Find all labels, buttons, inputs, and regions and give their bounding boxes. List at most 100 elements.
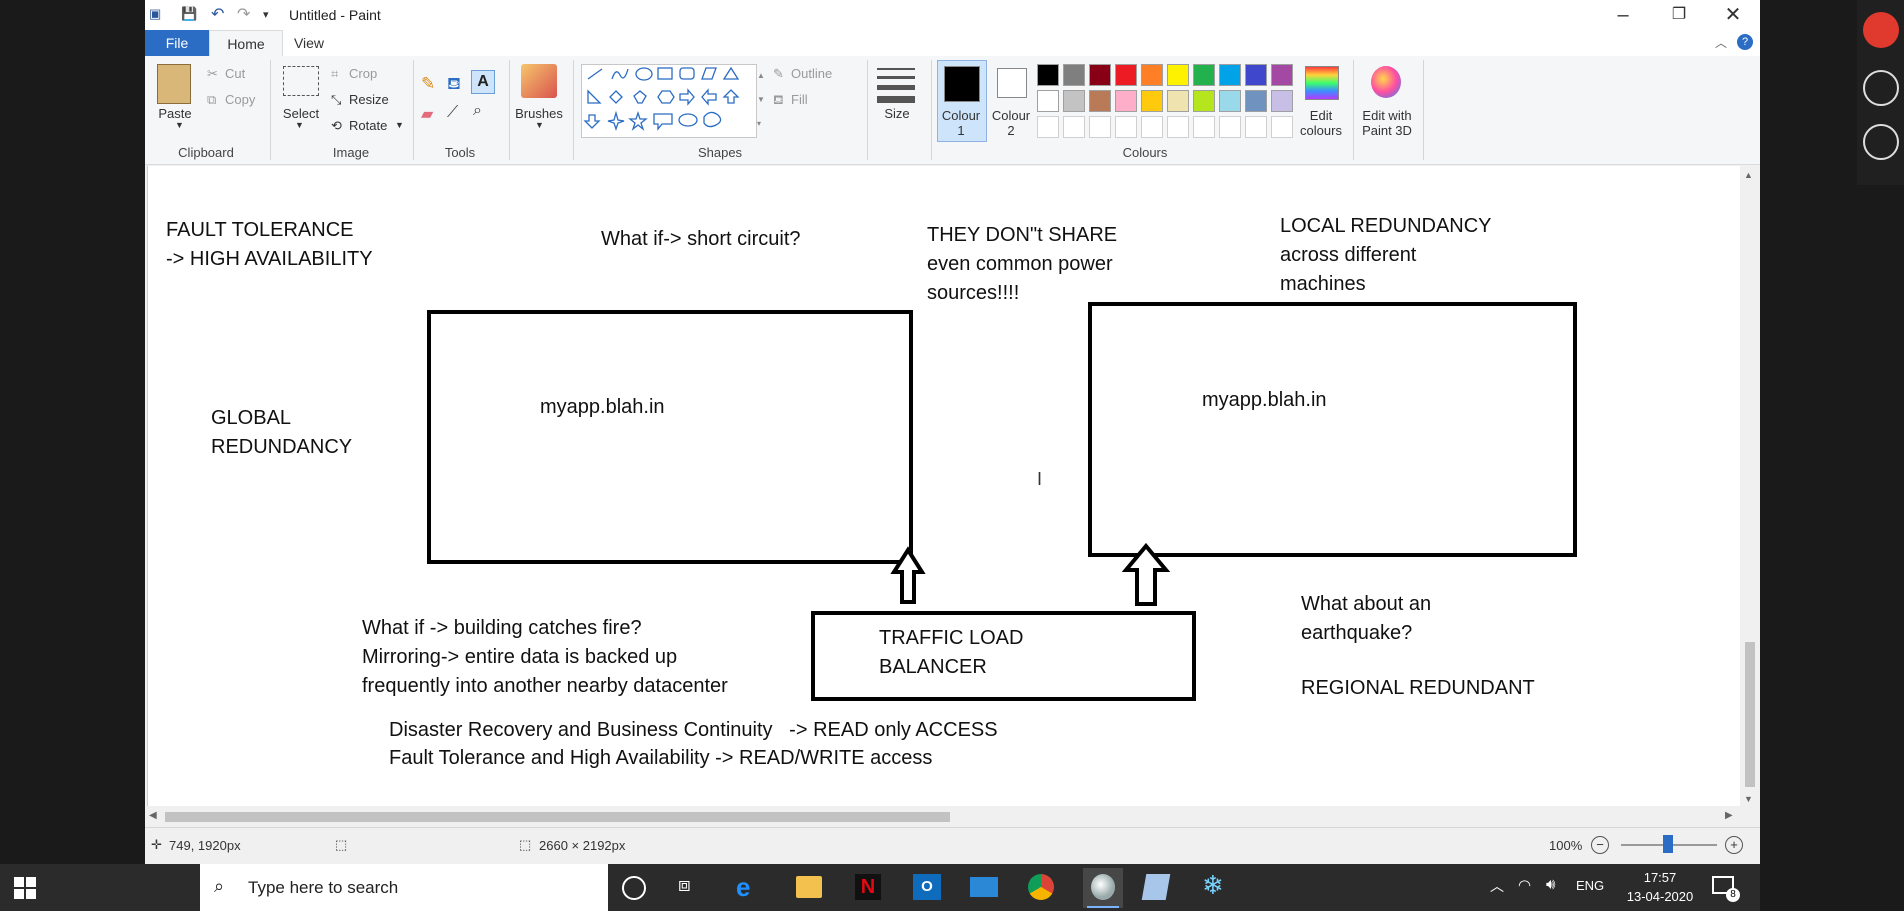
colour-swatch[interactable]	[1089, 64, 1111, 86]
task-view-icon[interactable]: ⧈	[678, 874, 691, 896]
text-tool-icon[interactable]: A	[471, 70, 495, 94]
custom-colour-slot[interactable]	[1271, 116, 1293, 138]
shapes-scroll-icon[interactable]: ▲▼▾	[757, 71, 765, 128]
cortana-icon[interactable]	[622, 876, 646, 900]
search-placeholder[interactable]: Type here to search	[248, 878, 399, 897]
horizontal-scrollbar[interactable]: ◀ ▶	[145, 807, 1740, 827]
colour-swatch[interactable]	[1037, 90, 1059, 112]
fill-bucket-icon[interactable]: ⛾	[447, 74, 461, 93]
colour2-label[interactable]: Colour 2	[991, 108, 1031, 138]
window-icon[interactable]	[1863, 70, 1899, 106]
rotate-dropdown-icon[interactable]: ▼	[395, 120, 404, 130]
outline-button[interactable]: Outline	[791, 66, 833, 81]
maximize-icon[interactable]: ❐	[1671, 6, 1687, 23]
colour-swatch[interactable]	[1141, 90, 1163, 112]
show-hidden-icons[interactable]: ︿	[1490, 878, 1504, 894]
brushes-button[interactable]: Brushes	[515, 106, 563, 121]
colour-swatch[interactable]	[1115, 64, 1137, 86]
eraser-icon[interactable]: ▰	[421, 106, 434, 123]
mute-mic-icon[interactable]	[1863, 12, 1899, 48]
tab-file[interactable]: File	[145, 30, 209, 56]
colour-swatch[interactable]	[1271, 90, 1293, 112]
clock-date[interactable]: 13-04-2020	[1626, 889, 1694, 904]
zoom-out-icon[interactable]: −	[1591, 836, 1609, 854]
close-icon[interactable]: ✕	[1724, 4, 1742, 26]
edit-colours-icon[interactable]	[1305, 66, 1339, 100]
file-explorer-icon[interactable]	[796, 876, 822, 898]
language-indicator[interactable]: ENG	[1576, 878, 1605, 893]
notifications-icon[interactable]	[1712, 876, 1734, 894]
cut-button[interactable]: Cut	[225, 66, 246, 81]
colour-swatch[interactable]	[1167, 90, 1189, 112]
custom-colour-slot[interactable]	[1063, 116, 1085, 138]
colour-swatch[interactable]	[1245, 64, 1267, 86]
fill-button[interactable]: Fill	[791, 92, 808, 107]
custom-colour-slot[interactable]	[1115, 116, 1137, 138]
custom-colour-slot[interactable]	[1037, 116, 1059, 138]
paste-button[interactable]: Paste	[158, 106, 192, 121]
shapes-gallery[interactable]	[581, 64, 757, 138]
help-icon[interactable]: ?	[1737, 34, 1753, 50]
tab-home[interactable]: Home	[209, 30, 283, 57]
minimize-icon[interactable]: –	[1617, 4, 1629, 26]
copy-button[interactable]: Copy	[225, 92, 256, 107]
custom-colour-slot[interactable]	[1089, 116, 1111, 138]
redo-icon[interactable]: ↷	[237, 6, 251, 23]
colour-swatch[interactable]	[1245, 90, 1267, 112]
scroll-up-icon[interactable]: ▲	[1744, 170, 1753, 180]
brushes-icon[interactable]	[521, 64, 557, 98]
horizontal-scroll-thumb[interactable]	[165, 812, 950, 822]
edit-colours-button[interactable]: Edit colours	[1300, 108, 1342, 138]
tab-view[interactable]: View	[293, 35, 325, 51]
magnifier-icon[interactable]: ⌕	[473, 102, 482, 119]
colour-swatch[interactable]	[1089, 90, 1111, 112]
colour-swatch[interactable]	[1115, 90, 1137, 112]
scroll-left-icon[interactable]: ◀	[149, 810, 157, 821]
paint3d-button[interactable]: Edit with Paint 3D	[1362, 108, 1412, 138]
custom-colour-slot[interactable]	[1245, 116, 1267, 138]
colour-swatch[interactable]	[1193, 90, 1215, 112]
colour-swatch[interactable]	[1141, 64, 1163, 86]
size-button[interactable]: Size	[884, 106, 910, 121]
colour-swatch[interactable]	[1219, 90, 1241, 112]
chrome-icon[interactable]	[1028, 874, 1054, 900]
outlook-icon[interactable]: O	[913, 874, 941, 900]
pencil-icon[interactable]: ✎	[421, 74, 436, 93]
zoom-in-icon[interactable]: +	[1725, 836, 1743, 854]
colour2-swatch[interactable]	[997, 68, 1027, 98]
crop-button[interactable]: Crop	[349, 66, 378, 81]
taskbar-search-box[interactable]: ⌕ Type here to search	[200, 864, 608, 911]
windows-start-icon[interactable]	[14, 877, 36, 899]
vertical-scroll-thumb[interactable]	[1745, 642, 1755, 787]
select-icon[interactable]	[283, 66, 319, 96]
network-icon[interactable]: ◠	[1518, 877, 1532, 894]
mail-icon[interactable]	[970, 877, 998, 897]
colour-swatch[interactable]	[1063, 90, 1085, 112]
rotate-button[interactable]: Rotate	[349, 118, 388, 133]
netflix-icon[interactable]: N	[855, 874, 881, 900]
brushes-dropdown-icon[interactable]: ▼	[535, 120, 544, 130]
scroll-right-icon[interactable]: ▶	[1725, 810, 1733, 821]
edge-icon[interactable]: e	[736, 872, 751, 902]
paint3d-icon[interactable]	[1371, 66, 1401, 98]
zoom-slider-thumb[interactable]	[1663, 835, 1673, 853]
snowflake-app-icon[interactable]: ❄	[1202, 870, 1224, 900]
custom-colour-slot[interactable]	[1193, 116, 1215, 138]
clock-time[interactable]: 17:57	[1643, 870, 1677, 885]
custom-colour-slot[interactable]	[1167, 116, 1189, 138]
select-dropdown-icon[interactable]: ▼	[295, 120, 304, 130]
volume-icon[interactable]: 🔊︎	[1546, 876, 1556, 893]
color-picker-icon[interactable]: ⟋	[447, 104, 459, 121]
customize-qa-icon[interactable]: ▾	[263, 9, 269, 21]
drawing-canvas[interactable]: FAULT TOLERANCE -> HIGH AVAILABILITY Wha…	[147, 166, 1741, 806]
colour-swatch[interactable]	[1037, 64, 1059, 86]
paste-dropdown-icon[interactable]: ▼	[175, 120, 184, 130]
collapse-ribbon-icon[interactable]: ︿	[1715, 36, 1728, 50]
paste-icon[interactable]	[157, 64, 191, 104]
colour-swatch[interactable]	[1219, 64, 1241, 86]
save-icon[interactable]: 💾	[181, 6, 198, 21]
resize-button[interactable]: Resize	[349, 92, 389, 107]
colour-swatch[interactable]	[1063, 64, 1085, 86]
undo-icon[interactable]: ↶	[211, 6, 225, 23]
colour-swatch[interactable]	[1193, 64, 1215, 86]
